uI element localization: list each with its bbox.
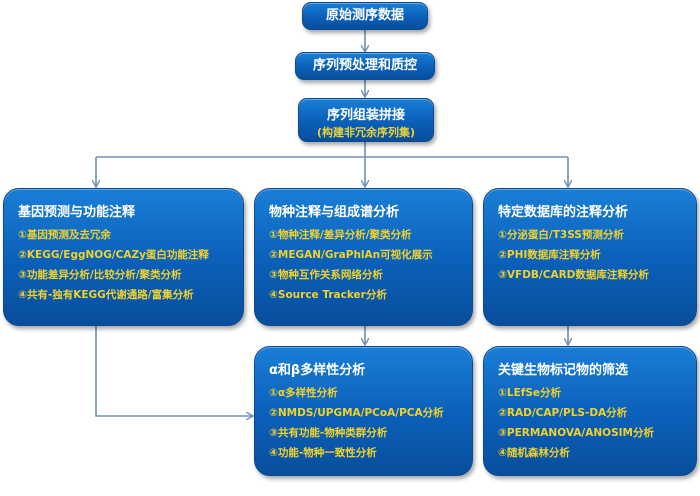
list-item: ④Source Tracker分析	[269, 289, 387, 301]
list-item: ②KEGG/EggNOG/CAZy蛋白功能注释	[18, 249, 209, 261]
panel-title: α和β多样性分析	[269, 363, 366, 378]
list-item: ①基因预测及去冗余	[18, 229, 111, 241]
step-assembly-title: 序列组装拼接	[326, 108, 405, 123]
list-item: ③物种互作关系网络分析	[269, 269, 383, 281]
arrow-panel1-panel4	[95, 326, 252, 416]
step-raw-data: 原始测序数据	[302, 2, 428, 30]
list-item: ③共有功能-物种类群分析	[269, 427, 388, 439]
step-preprocess-qc: 序列预处理和质控	[295, 52, 435, 80]
list-item: ①物种注释/差异分析/聚类分析	[269, 229, 412, 241]
panel-title: 物种注释与组成谱分析	[269, 205, 400, 220]
list-item: ③PERMANOVA/ANOSIM分析	[498, 427, 654, 439]
list-item: ②PHI数据库注释分析	[498, 249, 601, 261]
list-item: ②MEGAN/GraPhlAn可视化展示	[269, 249, 433, 261]
step-preprocess-title: 序列预处理和质控	[312, 58, 417, 73]
list-item: ③VFDB/CARD数据库注释分析	[498, 269, 649, 281]
panel-diversity-analysis: α和β多样性分析 ①α多样性分析 ②NMDS/UPGMA/PCoA/PCA分析 …	[254, 346, 473, 476]
list-item: ④共有-独有KEGG代谢通路/富集分析	[18, 289, 194, 301]
list-item: ①LEfSe分析	[498, 387, 562, 399]
panel-biomarker-screening: 关键生物标记物的筛选 ①LEfSe分析 ②RAD/CAP/PLS-DA分析 ③P…	[483, 346, 697, 476]
step-assembly-subtitle: (构建非冗余序列集)	[316, 126, 416, 139]
list-item: ②NMDS/UPGMA/PCoA/PCA分析	[269, 407, 444, 419]
list-item: ④功能-物种一致性分析	[269, 447, 377, 459]
panel-species-annotation: 物种注释与组成谱分析 ①物种注释/差异分析/聚类分析 ②MEGAN/GraPhl…	[254, 188, 473, 326]
step-assembly: 序列组装拼接 (构建非冗余序列集)	[298, 98, 434, 142]
panel-title: 基因预测与功能注释	[18, 205, 136, 220]
panel-gene-prediction: 基因预测与功能注释 ①基因预测及去冗余 ②KEGG/EggNOG/CAZy蛋白功…	[3, 188, 244, 326]
list-item: ①分泌蛋白/T3SS预测分析	[498, 229, 624, 241]
step-raw-data-title: 原始测序数据	[325, 8, 404, 23]
panel-title: 关键生物标记物的筛选	[498, 363, 629, 378]
panel-title: 特定数据库的注释分析	[498, 205, 629, 220]
panel-database-annotation: 特定数据库的注释分析 ①分泌蛋白/T3SS预测分析 ②PHI数据库注释分析 ③V…	[483, 188, 697, 326]
list-item: ④随机森林分析	[498, 447, 570, 459]
list-item: ②RAD/CAP/PLS-DA分析	[498, 407, 628, 419]
list-item: ③功能差异分析/比较分析/聚类分析	[18, 269, 182, 281]
list-item: ①α多样性分析	[269, 387, 338, 399]
